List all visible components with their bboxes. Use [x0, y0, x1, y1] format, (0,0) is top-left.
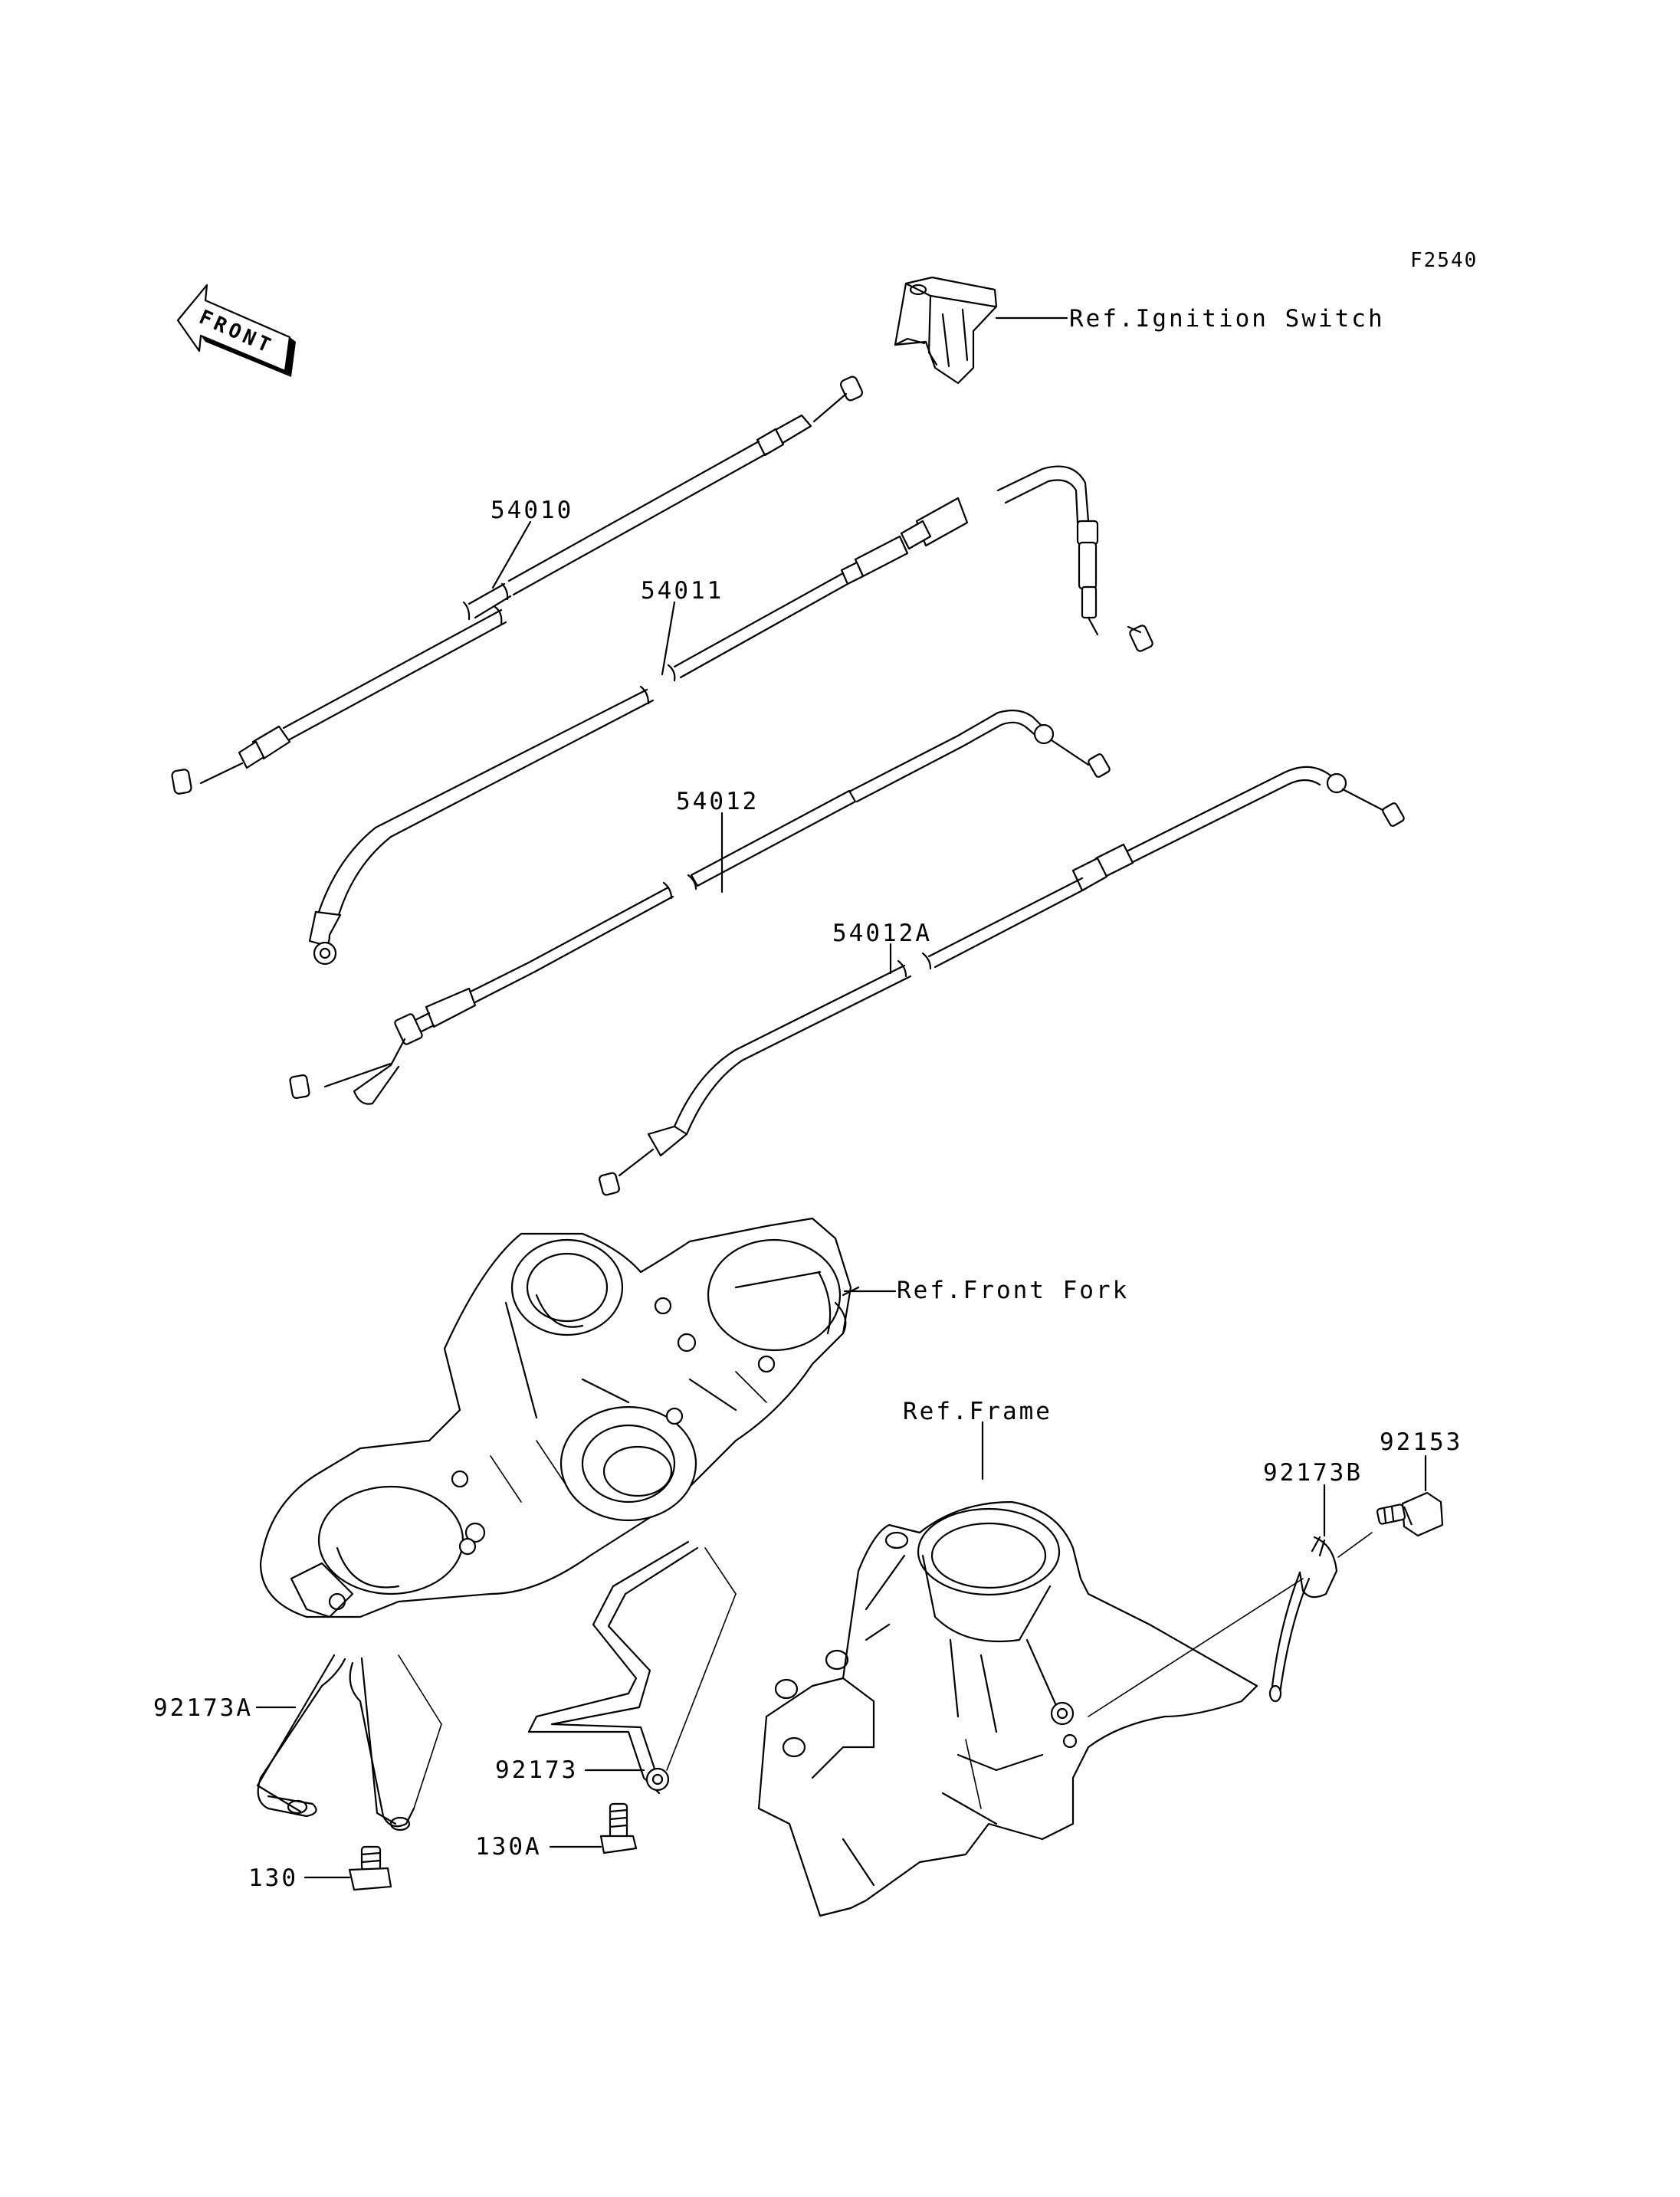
- ref-frame-label: Ref.Frame: [903, 1398, 1052, 1425]
- part-54011-label: 54011: [641, 577, 724, 605]
- part-54012-label: 54012: [676, 788, 759, 815]
- cable-54010: [171, 375, 864, 795]
- ref-front-fork-label: Ref.Front Fork: [897, 1277, 1129, 1304]
- part-92173B-label: 92173B: [1263, 1459, 1363, 1487]
- part-130A-label: 130A: [475, 1833, 542, 1861]
- fork-top-bridge: [259, 1217, 860, 1618]
- part-92153-label: 92153: [1380, 1428, 1462, 1456]
- cable-54011: [308, 465, 1153, 966]
- clamp-92173A: [256, 1654, 442, 1831]
- bolt-130: [348, 1845, 392, 1891]
- front-arrow-icon: FRONT: [176, 284, 296, 377]
- ignition-switch-bracket: [894, 276, 1068, 385]
- clamp-92173: [527, 1540, 737, 1795]
- part-54010-label: 54010: [491, 497, 573, 524]
- bolt-130A: [599, 1802, 638, 1854]
- frame-head: [757, 1500, 1258, 1917]
- part-92173A-label: 92173A: [153, 1694, 253, 1722]
- clamp-92173B: [1088, 1532, 1373, 1717]
- ref-ignition-switch-label: Ref.Ignition Switch: [1069, 305, 1385, 333]
- cable-54012: [289, 709, 1111, 1105]
- cable-54012A: [599, 766, 1405, 1196]
- part-54012A-label: 54012A: [832, 920, 932, 947]
- bolt-92153: [1376, 1491, 1444, 1537]
- part-130-label: 130: [248, 1864, 298, 1892]
- part-92173-label: 92173: [495, 1756, 578, 1784]
- diagram-code: F2540: [1410, 249, 1478, 272]
